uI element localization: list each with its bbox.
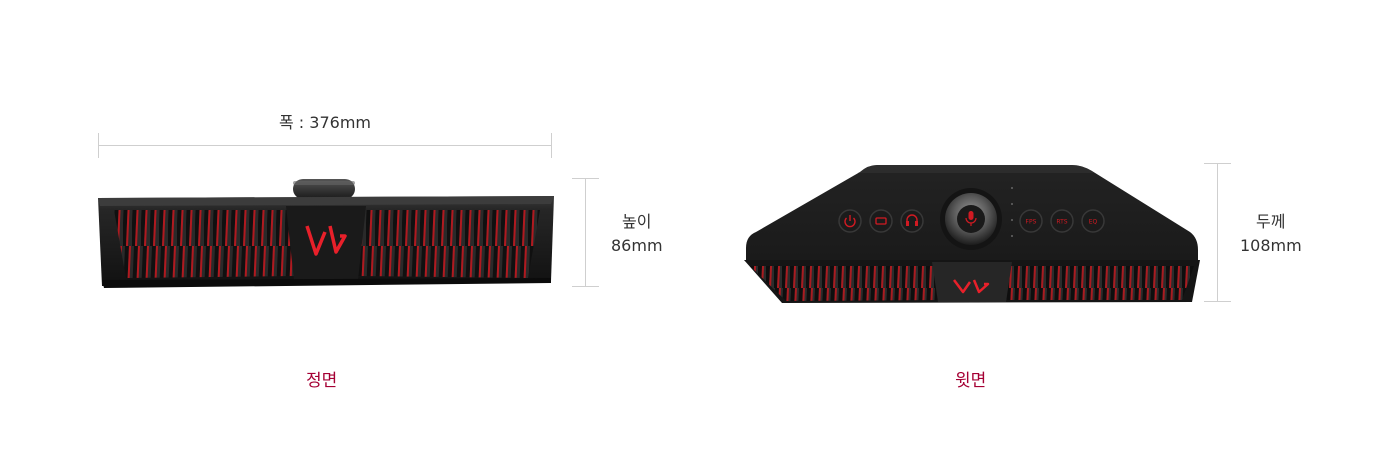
fps-button[interactable]: FPS <box>1019 209 1043 233</box>
ug-logo-icon <box>305 225 347 256</box>
top-depth-label-value: 108mm <box>1240 236 1302 255</box>
mic-knob[interactable] <box>940 188 1002 250</box>
front-soundbar-image <box>98 179 554 288</box>
rts-button-label: RTS <box>1056 219 1067 226</box>
top-ug-logo-icon <box>953 279 990 294</box>
front-height-dimension-line <box>585 178 586 286</box>
front-view-caption: 정면 <box>306 371 338 391</box>
front-width-tick-left <box>98 133 99 158</box>
front-width-label: 폭 : 376mm <box>279 113 371 132</box>
eq-button[interactable]: EQ <box>1081 209 1105 233</box>
top-depth-dimension-line <box>1217 163 1218 301</box>
top-depth-tick-top <box>1204 163 1231 164</box>
front-height-tick-top <box>572 178 599 179</box>
fps-button-label: FPS <box>1026 219 1037 226</box>
top-view-caption: 윗면 <box>955 371 987 391</box>
top-depth-label-title: 두께 <box>1256 212 1286 231</box>
headset-button[interactable] <box>900 209 924 233</box>
front-height-tick-bottom <box>572 286 599 287</box>
top-depth-tick-bottom <box>1204 301 1231 302</box>
front-width-dimension-line <box>98 145 551 146</box>
front-width-tick-right <box>551 133 552 158</box>
front-height-label-title: 높이 <box>622 212 652 231</box>
eq-button-label: EQ <box>1089 219 1098 226</box>
microphone-icon <box>965 211 977 226</box>
top-soundbar-image: FPS RTS EQ <box>744 165 1200 303</box>
input-button[interactable] <box>869 209 893 233</box>
power-button[interactable] <box>838 209 862 233</box>
rts-button[interactable]: RTS <box>1050 209 1074 233</box>
front-height-label-value: 86mm <box>611 236 663 255</box>
